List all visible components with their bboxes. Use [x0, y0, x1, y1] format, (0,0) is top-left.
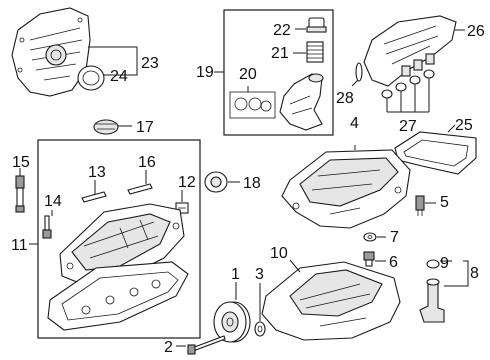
valve-cover-box: [37, 139, 201, 339]
cover-bolt: [42, 215, 52, 239]
intake-manifold: [363, 15, 457, 87]
oil-pan-lower: [261, 261, 401, 341]
washer: [363, 232, 377, 242]
housing-gasket-set: [229, 91, 276, 119]
damper-washer: [254, 321, 266, 337]
oil-filler-cap: [93, 119, 119, 135]
callout-19: 19: [196, 64, 214, 81]
valve-cover: [59, 203, 185, 285]
oil-filter-element: [306, 41, 324, 63]
callout-18: 18: [243, 175, 261, 192]
callout-11: 11: [11, 237, 28, 254]
callout-12: 12: [178, 174, 196, 191]
callout-8: 8: [470, 265, 479, 282]
callout-3: 3: [255, 266, 264, 283]
callout-10: 10: [270, 245, 288, 262]
crank-seal: [204, 171, 228, 193]
clip: [175, 202, 189, 214]
callout-28: 28: [336, 90, 354, 107]
callout-9: 9: [440, 255, 449, 272]
callout-16: 16: [138, 154, 156, 171]
damper-bolt: [187, 335, 226, 355]
vibration-damper: [213, 301, 251, 343]
oil-level-sensor: [419, 278, 445, 323]
callout-15: 15: [12, 154, 30, 171]
callout-24: 24: [110, 68, 128, 85]
dipstick-seal: [426, 259, 440, 269]
callout-23: 23: [141, 55, 159, 72]
filter-housing: [279, 73, 324, 131]
callout-22: 22: [273, 22, 291, 39]
callout-13: 13: [88, 164, 106, 181]
callout-5: 5: [440, 194, 449, 211]
callout-17: 17: [136, 119, 154, 136]
gasket-strip-13: [81, 191, 107, 203]
manifold-seal: [355, 62, 363, 82]
callout-20: 20: [239, 66, 257, 83]
intake-gaskets: [381, 69, 435, 99]
front-seal: [77, 65, 105, 91]
callout-27: 27: [399, 118, 417, 135]
filter-cap: [306, 17, 327, 33]
callout-26: 26: [467, 23, 485, 40]
valve-cover-gasket: [47, 261, 189, 331]
callout-2: 2: [164, 339, 173, 356]
callout-6: 6: [389, 254, 398, 271]
callout-25: 25: [455, 117, 473, 134]
callout-1: 1: [231, 266, 240, 283]
gasket-strip-16: [127, 183, 153, 195]
callout-14: 14: [44, 193, 62, 210]
timing-cover: [11, 7, 91, 97]
callout-21: 21: [271, 45, 289, 62]
pan-bolt: [415, 195, 425, 216]
upper-oil-pan: [281, 149, 411, 229]
sensor: [15, 175, 25, 213]
drain-plug: [363, 251, 375, 267]
callout-4: 4: [350, 115, 359, 132]
callout-7: 7: [390, 229, 399, 246]
